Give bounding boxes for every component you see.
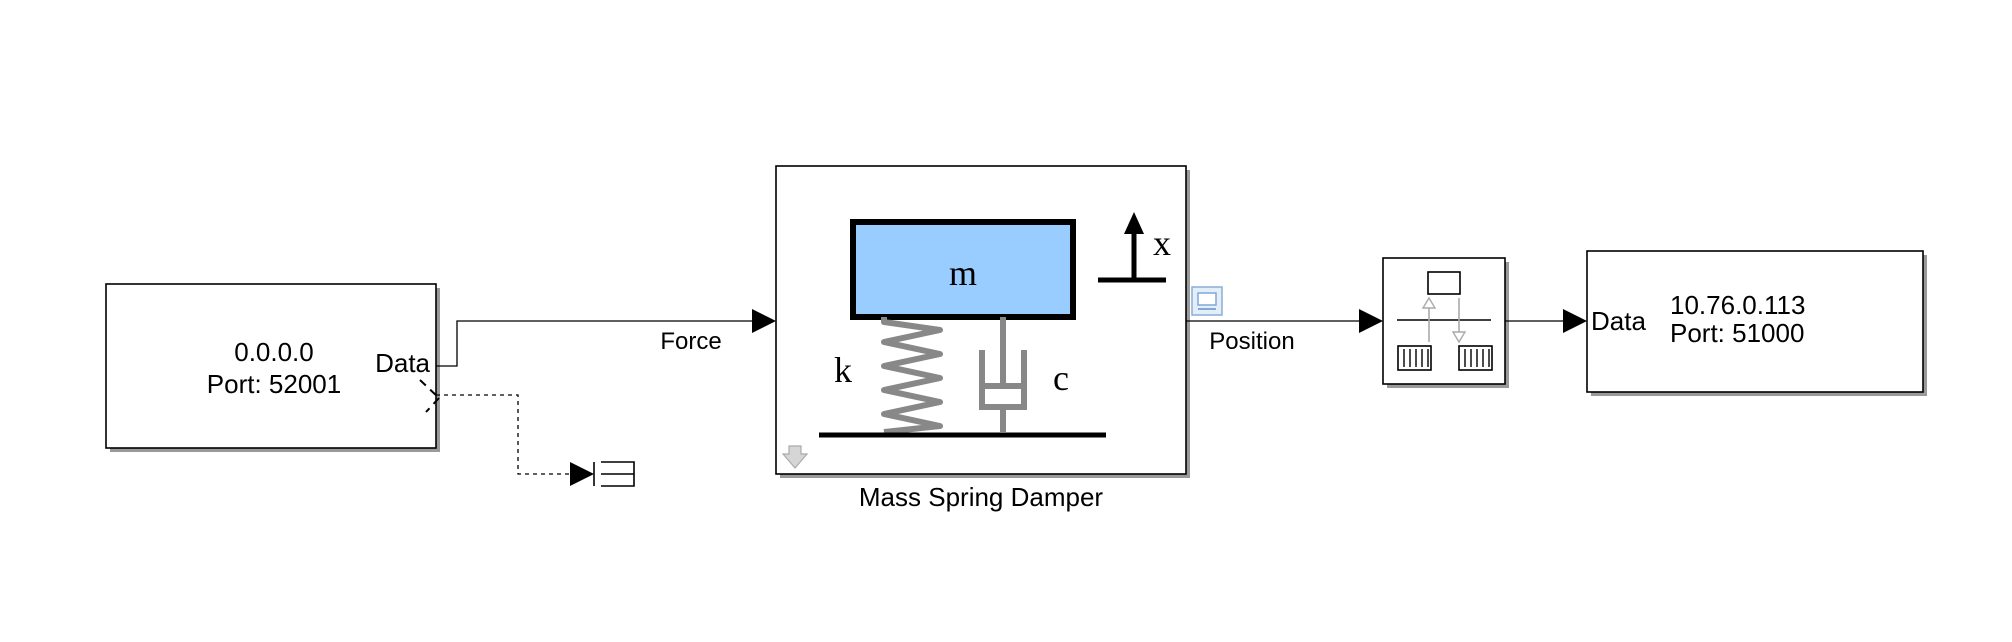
displacement-label: x — [1153, 223, 1171, 263]
damper-label: c — [1053, 358, 1069, 398]
look-under-mask-icon[interactable] — [781, 445, 809, 469]
spring-icon — [881, 317, 943, 435]
position-signal-label: Position — [1209, 328, 1294, 355]
byte-pack-icon — [1397, 271, 1493, 371]
send-address: 10.76.0.113 — [1670, 290, 1805, 320]
terminator-icon[interactable] — [593, 461, 635, 487]
packed-data-line[interactable] — [1505, 309, 1587, 333]
terminator-branch-line[interactable] — [419, 379, 594, 486]
receive-output-port-label: Data — [375, 348, 430, 378]
damper-icon — [979, 317, 1027, 432]
mass-spring-damper-block[interactable]: m x k c — [775, 165, 1190, 478]
force-signal-line[interactable] — [436, 309, 776, 367]
force-signal-label: Force — [660, 328, 721, 355]
send-input-port-label: Data — [1591, 306, 1646, 336]
displacement-arrow-icon — [1098, 212, 1166, 283]
mass-label: m — [949, 253, 977, 293]
udp-send-block[interactable]: Data 10.76.0.113 Port: 51000 — [1586, 250, 1927, 396]
mass-rect — [850, 219, 1076, 320]
position-signal-line[interactable] — [1186, 309, 1383, 333]
receive-address: 0.0.0.0 — [234, 337, 314, 367]
udp-receive-block[interactable]: 0.0.0.0 Port: 52001 Data — [105, 283, 440, 452]
mass-spring-damper-name: Mass Spring Damper — [859, 482, 1104, 512]
link-badge-icon[interactable] — [1191, 286, 1223, 316]
byte-pack-block[interactable] — [1382, 257, 1509, 388]
receive-port: Port: 52001 — [207, 369, 341, 399]
send-port: Port: 51000 — [1670, 318, 1804, 348]
spring-label: k — [834, 350, 852, 390]
